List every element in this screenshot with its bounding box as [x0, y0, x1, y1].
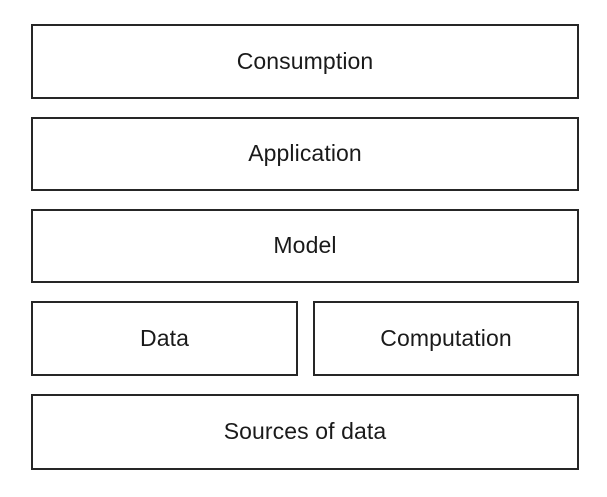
layer-label-consumption: Consumption	[236, 47, 374, 74]
layer-label-sources-of-data: Sources of data	[223, 418, 387, 445]
layer-label-computation: Computation	[380, 324, 512, 351]
layer-label-model: Model	[273, 232, 337, 259]
layer-box-consumption[interactable]: Consumption	[31, 24, 579, 99]
layer-box-data[interactable]: Data	[31, 301, 298, 376]
layer-box-computation[interactable]: Computation	[313, 301, 579, 376]
layer-box-sources-of-data[interactable]: Sources of data	[31, 394, 579, 470]
layer-box-model[interactable]: Model	[31, 209, 579, 283]
layer-label-data: Data	[140, 324, 189, 351]
layer-label-application: Application	[248, 140, 362, 167]
layer-box-application[interactable]: Application	[31, 117, 579, 191]
